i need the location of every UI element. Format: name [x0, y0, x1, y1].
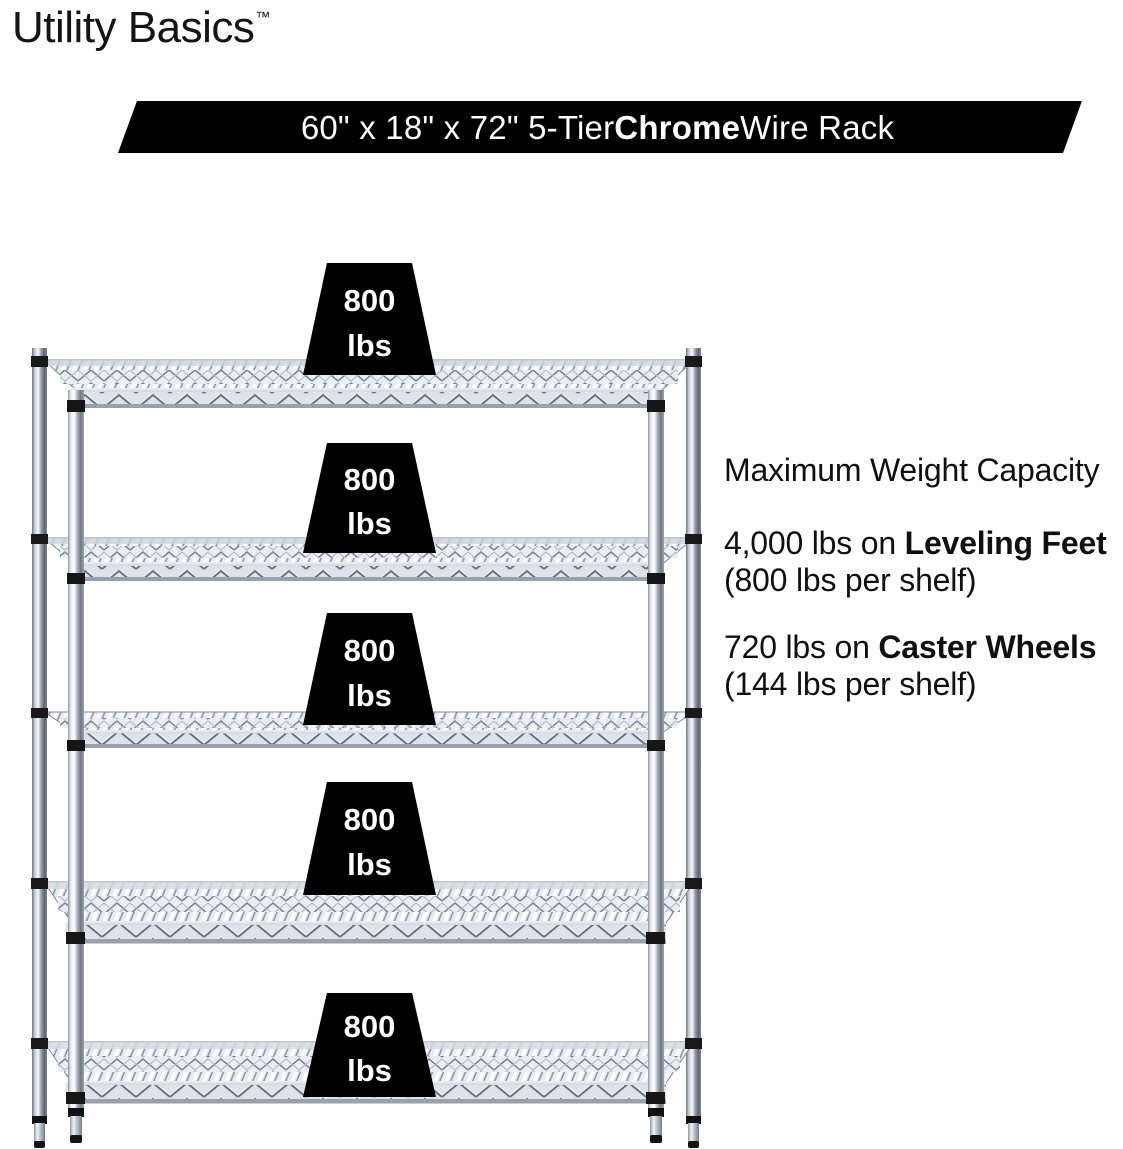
badge-unit: lbs: [347, 506, 392, 541]
badge-number: 800: [343, 633, 396, 668]
banner-text: 60" x 18" x 72" 5-Tier Chrome Wire Rack: [118, 101, 1063, 153]
caster-bold: Caster Wheels: [878, 629, 1097, 666]
caster-lead: 720 lbs on: [724, 629, 879, 666]
leveling-tail: (800 lbs per shelf): [724, 562, 977, 599]
weight-badge-5: 800 lbs: [303, 993, 436, 1097]
banner-suffix: Wire Rack: [740, 108, 895, 146]
brand-name: Utility Basics: [12, 3, 255, 52]
leveling-bold: Leveling Feet: [904, 525, 1107, 562]
badge-number: 800: [343, 283, 396, 318]
caster-tail: (144 lbs per shelf): [724, 666, 977, 703]
capacity-heading-line1: Maximum Weight: [724, 452, 968, 488]
badge-number: 800: [343, 462, 396, 497]
leveling-feet: [32, 1108, 701, 1148]
weight-badge-2: 800 lbs: [303, 443, 436, 553]
leveling-feet-capacity: 4,000 lbs on Leveling Feet (800 lbs per …: [724, 525, 1123, 599]
capacity-copy: Maximum Weight Capacity 4,000 lbs on Lev…: [724, 452, 1123, 704]
banner-highlight: Chrome: [614, 108, 741, 146]
post-collars: [31, 356, 702, 1104]
shelf-4: [43, 881, 695, 944]
badge-unit: lbs: [347, 678, 392, 713]
badge-number: 800: [343, 802, 396, 837]
leveling-lead: 4,000 lbs on: [724, 525, 905, 562]
capacity-heading-line2: Capacity: [976, 452, 1100, 488]
badge-unit: lbs: [347, 328, 392, 363]
brand-logo: Utility Basics™: [12, 3, 271, 52]
badge-number: 800: [343, 1009, 396, 1044]
weight-badge-3: 800 lbs: [303, 613, 436, 725]
title-banner: 60" x 18" x 72" 5-Tier Chrome Wire Rack: [118, 101, 1082, 153]
badge-unit: lbs: [347, 1053, 392, 1088]
shelf-1: [42, 359, 696, 408]
weight-badge-4: 800 lbs: [303, 782, 436, 895]
capacity-heading: Maximum Weight Capacity: [724, 452, 1123, 489]
caster-wheels-capacity: 720 lbs on Caster Wheels (144 lbs per sh…: [724, 629, 1123, 703]
banner-prefix: 60" x 18" x 72" 5-Tier: [300, 108, 615, 146]
trademark-symbol: ™: [255, 9, 271, 27]
badge-unit: lbs: [347, 847, 392, 882]
weight-badge-1: 800 lbs: [303, 263, 436, 375]
